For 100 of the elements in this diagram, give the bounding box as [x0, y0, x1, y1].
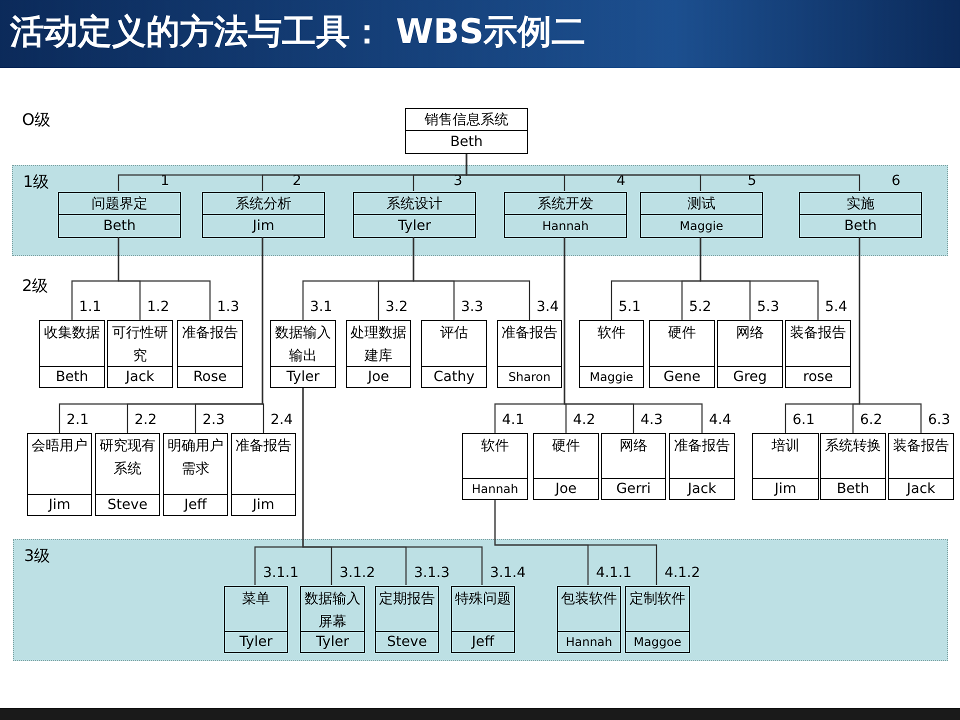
owner-name: Jim: [232, 494, 295, 515]
owner-name: Jeff: [452, 631, 514, 652]
wbs-code: 3.2: [386, 299, 408, 315]
owner-name: Tyler: [225, 631, 287, 652]
owner-name: Gerri: [602, 478, 665, 499]
task-name: 实施: [846, 195, 876, 214]
level-label: 1级: [23, 172, 50, 193]
wbs-code: 3.1: [310, 299, 332, 315]
task-name: 软件: [596, 324, 626, 343]
owner-name: Steve: [376, 631, 438, 652]
level-band: [12, 165, 948, 256]
wbs-code: 6.2: [860, 412, 882, 428]
connector-line: [302, 388, 483, 585]
connector-line: [412, 237, 530, 320]
owner-name: Joe: [534, 478, 598, 499]
task-name: 系统分析: [234, 195, 292, 214]
task-name: 准备报告: [234, 437, 292, 456]
wbs-code: 2.4: [270, 412, 293, 428]
owner-name: Greg: [718, 366, 782, 387]
wbs-code: 3.3: [461, 299, 484, 315]
owner-name: Beth: [800, 214, 921, 237]
owner-name: Jack: [889, 478, 953, 499]
wbs-code: 5.2: [689, 299, 712, 315]
owner-name: Joe: [347, 366, 410, 387]
wbs-code: 3.1.1: [263, 565, 299, 581]
connector-line: [858, 237, 922, 433]
level-band: [13, 539, 948, 661]
owner-name: Jeff: [164, 494, 227, 515]
level-label: 2级: [22, 276, 48, 297]
wbs-code: 1.1: [79, 299, 102, 315]
task-name: 处理数据建库: [350, 324, 408, 366]
task-name: 包装软件: [560, 590, 618, 609]
owner-name: Hannah: [558, 631, 620, 652]
task-name: 菜单: [241, 590, 271, 609]
wbs-code: 3.1.3: [414, 565, 450, 581]
connector-line: [700, 237, 819, 320]
task-name: 准备报告: [181, 324, 239, 343]
wbs-code: 2.1: [66, 412, 89, 428]
owner-name: Jack: [670, 478, 734, 499]
wbs-box: [405, 108, 528, 154]
connector-line: [466, 154, 860, 191]
task-name: 网络: [618, 437, 648, 456]
task-name: 系统开发: [536, 195, 594, 214]
owner-name: Jim: [203, 214, 324, 237]
task-name: 可行性研究: [111, 324, 169, 366]
wbs-code: 2.2: [134, 412, 157, 428]
wbs-code: 4.1: [502, 412, 524, 428]
owner-name: Hannah: [463, 478, 527, 499]
task-name: 准备报告: [673, 437, 731, 456]
task-name: 网络: [735, 324, 765, 343]
wbs-code: 4: [616, 173, 626, 189]
level-label: 3级: [24, 546, 50, 567]
wbs-code: 5.4: [825, 299, 848, 315]
owner-name: Gene: [650, 366, 714, 387]
owner-name: Beth: [406, 130, 527, 153]
owner-name: Hannah: [505, 214, 626, 237]
task-name: 销售信息系统: [424, 111, 510, 130]
wbs-code: 3.1.4: [490, 565, 526, 581]
task-name: 明确用户需求: [166, 437, 224, 479]
owner-name: Sharon: [498, 366, 561, 387]
task-name: 硬件: [551, 437, 581, 456]
owner-name: rose: [786, 366, 850, 387]
wbs-code: 5.1: [618, 299, 641, 315]
task-name: 准备报告: [500, 324, 558, 343]
task-name: 数据输入输出: [274, 324, 332, 366]
slide-title: 活动定义的方法与工具： WBS示例二: [10, 12, 586, 52]
connector-line: [118, 237, 211, 320]
task-name: 培训: [770, 437, 800, 456]
owner-name: Maggie: [641, 214, 762, 237]
task-name: 装备报告: [892, 437, 950, 456]
owner-name: Tyler: [271, 366, 335, 387]
task-name: 问题界定: [90, 195, 148, 214]
connector-line: [262, 237, 264, 433]
task-name: 特殊问题: [454, 590, 512, 609]
owner-name: Beth: [40, 366, 104, 387]
wbs-code: 2.3: [202, 412, 225, 428]
wbs-code: 4.4: [709, 412, 732, 428]
connector-line: [564, 237, 703, 433]
wbs-code: 6: [892, 173, 900, 189]
owner-name: Tyler: [301, 631, 364, 652]
wbs-code: 6.1: [792, 412, 815, 428]
owner-name: Maggoe: [626, 631, 689, 652]
task-name: 评估: [439, 324, 469, 343]
task-name: 软件: [480, 437, 510, 456]
level-label: O级: [22, 110, 51, 131]
owner-name: Maggie: [580, 366, 643, 387]
owner-name: Jim: [753, 478, 818, 499]
task-name: 定制软件: [628, 590, 686, 609]
task-name: 系统转换: [824, 437, 882, 456]
task-name: 研究现有系统: [98, 437, 156, 479]
owner-name: Beth: [821, 478, 885, 499]
wbs-code: 5.3: [757, 299, 780, 315]
wbs-code: 4.1.2: [664, 565, 700, 581]
wbs-code: 4.2: [573, 412, 596, 428]
wbs-code: 4.3: [640, 412, 663, 428]
connector-line: [494, 500, 658, 585]
owner-name: Steve: [96, 494, 159, 515]
owner-name: Jack: [108, 366, 172, 387]
wbs-code: 1.3: [217, 299, 240, 315]
wbs-code: 4.1.1: [596, 565, 632, 581]
